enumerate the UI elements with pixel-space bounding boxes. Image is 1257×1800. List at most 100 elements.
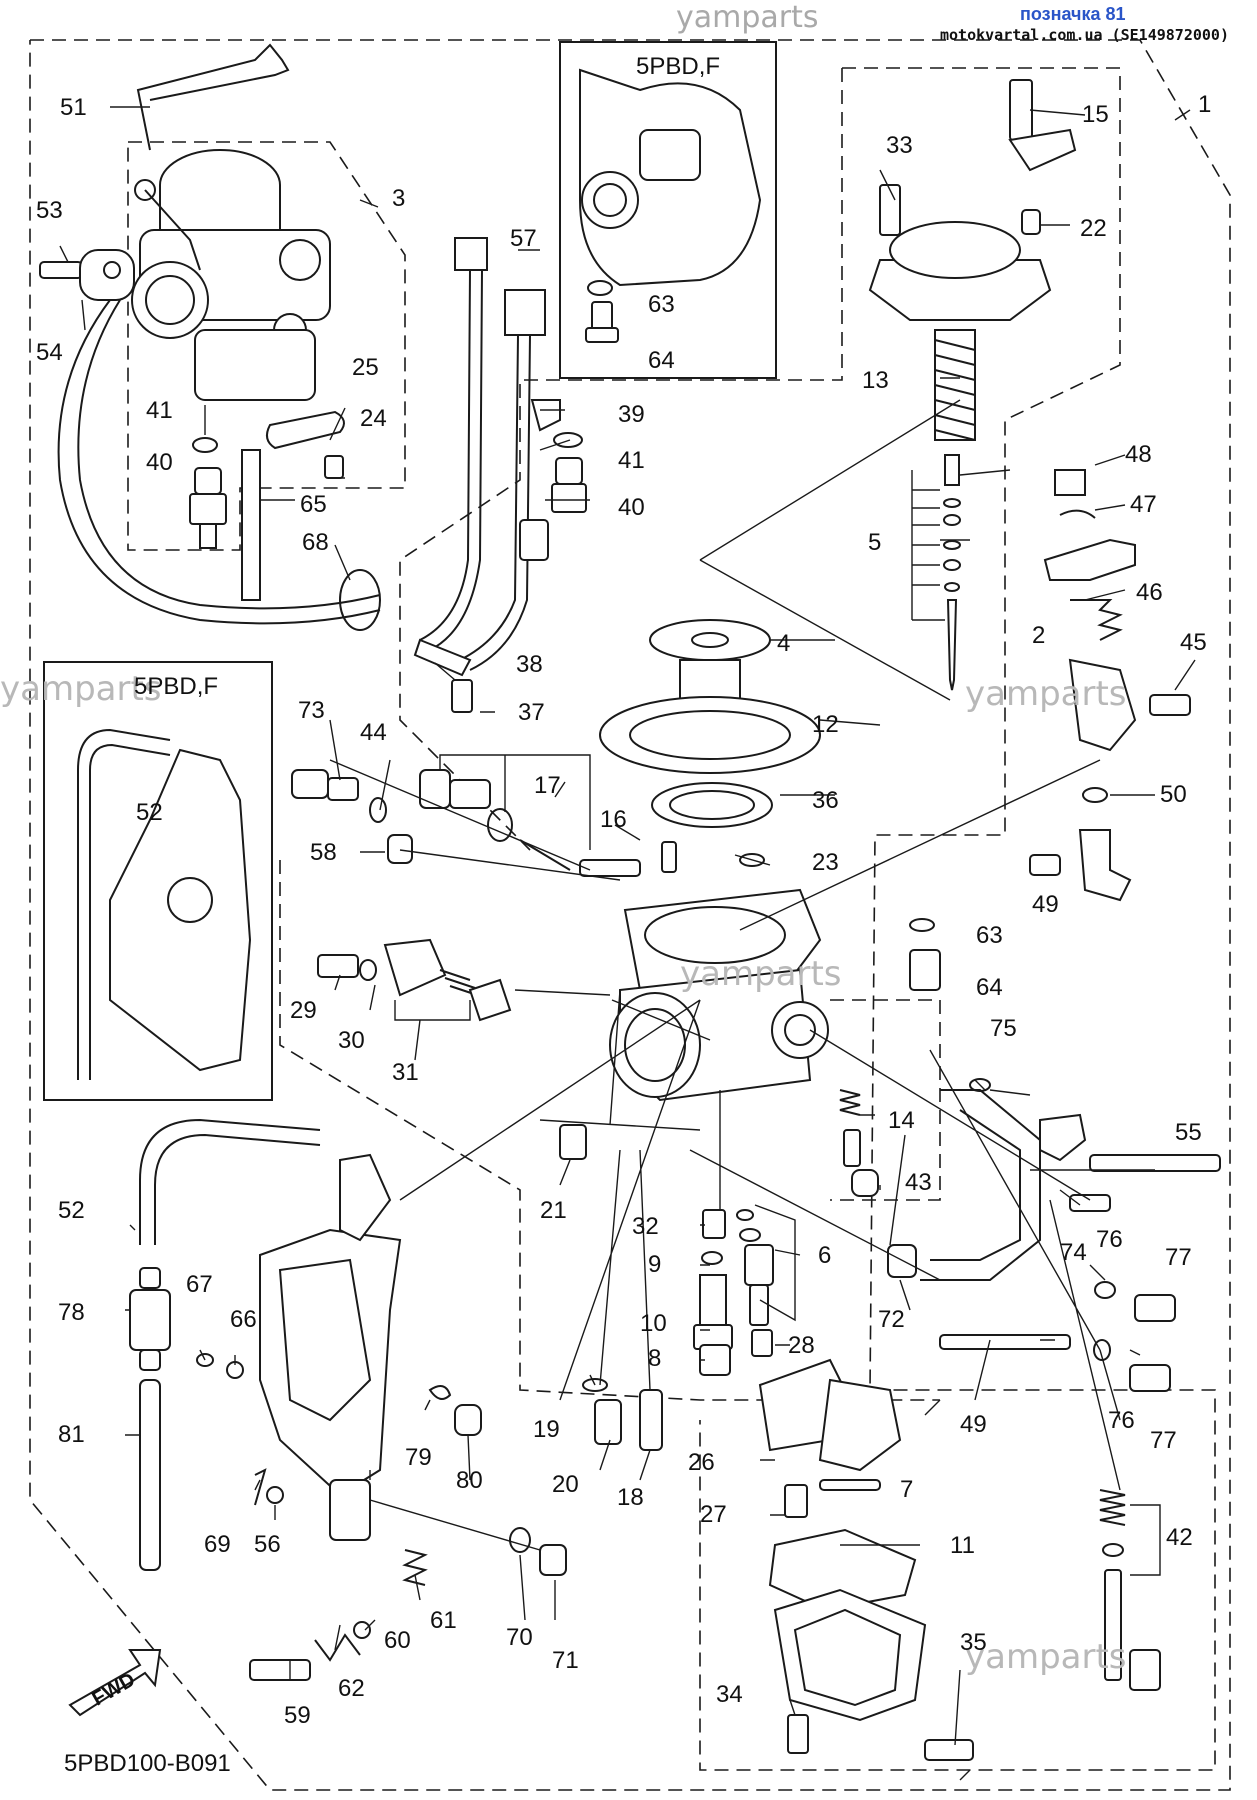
connector-small	[519, 519, 549, 561]
oring-44	[369, 797, 387, 823]
plug-28	[751, 1329, 773, 1357]
emulsion-tube-10	[693, 1274, 733, 1350]
spring-46	[1070, 599, 1123, 641]
source-label: motokvartal.com.ua (SE149872000)	[940, 26, 1229, 44]
screw-35	[924, 1739, 974, 1761]
callout-66: 66	[230, 1306, 257, 1333]
callout-68: 68	[302, 529, 329, 556]
float-26	[758, 1358, 902, 1472]
screw-27	[784, 1484, 808, 1518]
washer-47	[1059, 509, 1096, 519]
washer-41-right	[553, 432, 583, 448]
callout-30: 30	[338, 1027, 365, 1054]
callout-48: 48	[1125, 441, 1152, 468]
callout-6: 6	[818, 1242, 831, 1269]
plate-25	[265, 410, 345, 450]
group-2-link	[399, 68, 843, 851]
throttle-lever	[1068, 658, 1137, 752]
washer-50	[1082, 787, 1108, 803]
callout-58: 58	[310, 839, 337, 866]
callout-3: 3	[392, 185, 405, 212]
screw-34	[787, 1714, 809, 1754]
washer-56	[266, 1486, 284, 1504]
screw-18	[639, 1389, 663, 1451]
float-bowl	[773, 1588, 927, 1722]
inset-top-title: 5PBD,F	[636, 53, 720, 80]
callout-78: 78	[58, 1299, 85, 1326]
bolt-55	[1089, 1154, 1221, 1172]
washer-63-right	[909, 918, 935, 932]
oring-6a	[736, 1209, 754, 1221]
hose-52-inner	[154, 1133, 321, 1245]
washer-67	[196, 1353, 214, 1367]
callout-12: 12	[812, 711, 839, 738]
spring-13	[934, 329, 976, 441]
harness-57	[419, 237, 546, 671]
watermark-top: yamparts	[676, 0, 819, 35]
diaphragm-12	[599, 696, 821, 774]
inset-left-fuelpump	[77, 728, 252, 1080]
fitting-73	[291, 769, 359, 801]
group-lower-boundary	[279, 860, 940, 1401]
filter-78	[129, 1267, 171, 1371]
pump-17	[419, 769, 641, 877]
screw-20	[594, 1399, 622, 1445]
hose-52	[139, 1118, 321, 1245]
callout-32: 32	[632, 1213, 659, 1240]
oring-6b	[739, 1228, 761, 1242]
callout-29: 29	[290, 997, 317, 1024]
washer-19	[582, 1378, 608, 1392]
knob-42	[1129, 1649, 1161, 1691]
pin-14	[843, 1129, 861, 1167]
callout-14: 14	[888, 1107, 915, 1134]
lever-47	[1043, 538, 1136, 581]
screw-33	[879, 184, 901, 236]
callout-70: 70	[506, 1624, 533, 1651]
callout-9: 9	[648, 1251, 661, 1278]
valve-6	[744, 1244, 774, 1286]
callout-64b: 64	[976, 974, 1003, 1001]
fwd-arrow: FWD	[68, 1649, 162, 1717]
callout-69: 69	[204, 1531, 231, 1558]
fwd-label: FWD	[89, 1669, 139, 1711]
callout-67: 67	[186, 1271, 213, 1298]
callout-33: 33	[886, 132, 913, 159]
vent-hose	[77, 299, 381, 610]
callout-27: 27	[700, 1501, 727, 1528]
callout-16: 16	[600, 806, 627, 833]
linkage-rail	[920, 1089, 1041, 1281]
washer-75	[969, 1078, 991, 1092]
callout-35: 35	[960, 1629, 987, 1656]
clip-39	[530, 399, 561, 432]
jet-32	[702, 1209, 726, 1239]
fitting-40-right	[551, 457, 587, 513]
bolt-49-upper	[1029, 854, 1061, 876]
needle-5-bracket	[911, 470, 945, 621]
bolt-37	[451, 679, 473, 713]
callout-53: 53	[36, 197, 63, 224]
callout-38: 38	[516, 651, 543, 678]
inset-top-box	[559, 41, 777, 379]
callout-64a: 64	[648, 347, 675, 374]
callout-52a: 52	[136, 799, 163, 826]
callout-17: 17	[534, 772, 561, 799]
diagram-code: 5PBD100-B091	[64, 1750, 231, 1777]
callout-51: 51	[60, 94, 87, 121]
bolt-59	[249, 1659, 311, 1681]
callout-76b: 76	[1108, 1407, 1135, 1434]
clamp-68	[339, 569, 381, 631]
spacer-58	[387, 834, 413, 864]
callout-4: 4	[777, 630, 790, 657]
callout-41b: 41	[618, 447, 645, 474]
callout-5: 5	[868, 529, 881, 556]
watermark-left: yamparts	[0, 669, 162, 709]
callout-80: 80	[456, 1467, 483, 1494]
inset-left-box	[43, 661, 273, 1101]
cover-31	[383, 938, 447, 997]
callout-81: 81	[58, 1421, 85, 1448]
watermark-bottom-right: yamparts	[965, 1637, 1127, 1677]
washer-70	[509, 1527, 531, 1553]
callout-8: 8	[648, 1345, 661, 1372]
bolt-45	[1149, 694, 1191, 716]
callout-75: 75	[990, 1015, 1017, 1042]
